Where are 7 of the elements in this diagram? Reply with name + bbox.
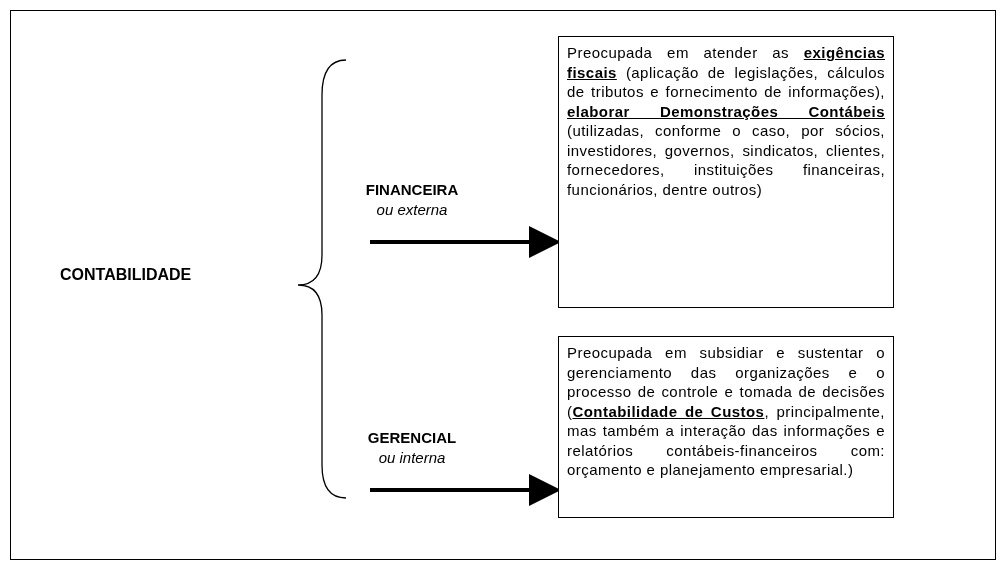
branch-title: GERENCIAL	[366, 428, 458, 448]
branch-title: FINANCEIRA	[364, 180, 460, 200]
text-box: Preocupada em subsidiar e sustentar o gerenciamento das organizações e o processo de controle e tomada de decisões (Contabilidade de Custos, principalmente, mas também a interação das informações e relatórios contábeis-financeiros com: orçamento e planejamento empresarial.)	[558, 336, 894, 518]
branch-subtitle: ou interna	[377, 448, 447, 468]
branch-subtitle: ou externa	[375, 200, 449, 220]
text-box: Preocupada em atender as exigências fiscais (aplicação de legislações, cálculos de tributos e fornecimento de informações), elaborar Demonstrações Contábeis (utilizadas, conforme o caso, por sócios, investidores, governos, sindicatos, clientes, fornecedores, instituições financeiras, funcionários, dentre outros)	[558, 36, 894, 308]
main-label: CONTABILIDADE	[60, 266, 260, 290]
